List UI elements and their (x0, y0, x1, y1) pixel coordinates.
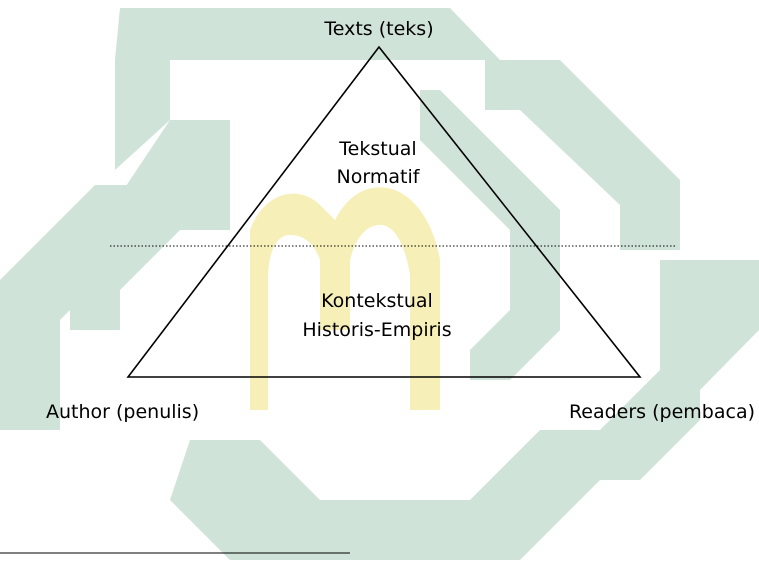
watermark-band-bottom (170, 430, 600, 560)
watermark-band-right-lower (600, 260, 759, 480)
label-author: Author (penulis) (46, 401, 199, 423)
watermark-band-right (485, 60, 680, 250)
label-lower-line2: Historis-Empiris (302, 319, 451, 341)
label-lower-line1: Kontekstual (321, 290, 433, 312)
watermark-band-inner-right (420, 90, 560, 380)
triangle (126, 45, 642, 378)
watermark-logo (0, 8, 759, 560)
label-upper-line1: Tekstual (338, 138, 416, 160)
watermark-gold-motif (250, 187, 440, 410)
label-texts: Texts (teks) (323, 18, 433, 40)
label-upper-line2: Normatif (337, 166, 421, 188)
watermark-band-inner (70, 120, 230, 330)
label-readers: Readers (pembaca) (569, 401, 755, 423)
watermark-band-top (115, 8, 500, 170)
